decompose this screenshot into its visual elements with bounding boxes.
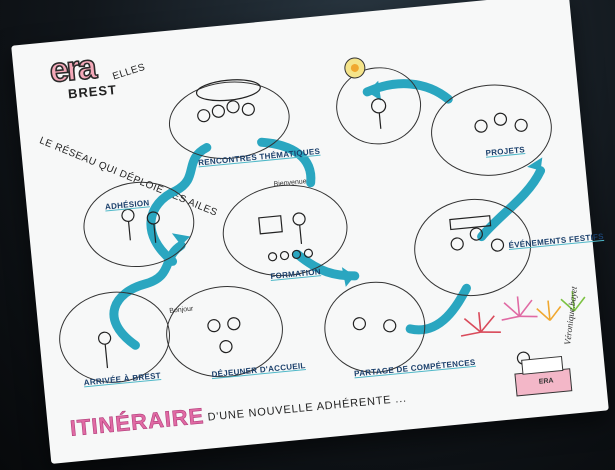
journey-illustration: [59, 57, 586, 397]
figures: [98, 79, 531, 390]
path-arrows: [171, 80, 543, 287]
scene-clouds: [59, 67, 552, 383]
board-content: era BREST LE RÉSEAU QUI DÉPLOIE SES AILE…: [11, 0, 609, 464]
cake-drawing: [514, 355, 573, 397]
fireworks: [460, 291, 586, 337]
flower-doodle: [344, 57, 366, 79]
illustration-board: era BREST LE RÉSEAU QUI DÉPLOIE SES AILE…: [11, 0, 609, 464]
cake-label: ERA: [538, 377, 554, 386]
